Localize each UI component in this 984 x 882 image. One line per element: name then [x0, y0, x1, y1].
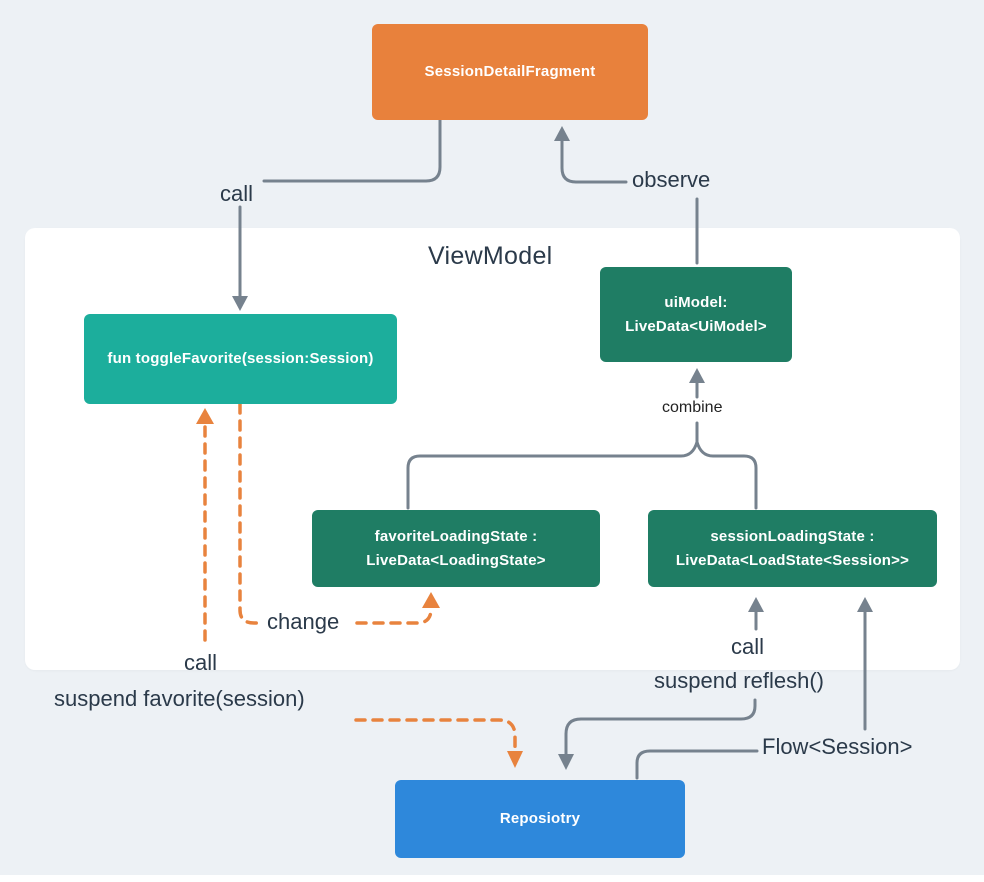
node-session-loading-state-line2: LiveData<LoadState<Session>>: [675, 551, 910, 569]
viewmodel-title: ViewModel: [428, 242, 553, 270]
edge-call-favorite: [196, 408, 523, 768]
node-favorite-loading-state-line2: LiveData<LoadingState>: [366, 551, 546, 569]
bottom-strip: [0, 875, 984, 882]
node-session-detail-fragment: SessionDetailFragment: [372, 24, 648, 120]
edge-label-call-top: call: [220, 181, 254, 206]
edge-label-observe: observe: [632, 167, 711, 192]
edge-label-combine: combine: [662, 399, 723, 416]
node-session-loading-state: sessionLoadingState : LiveData<LoadState…: [648, 510, 937, 587]
node-repository-label: Reposiotry: [499, 810, 581, 828]
node-toggle-favorite-label: fun toggleFavorite(session:Session): [107, 350, 374, 368]
edge-call-top: [232, 118, 442, 311]
node-ui-model-line2: LiveData<UiModel>: [625, 317, 767, 335]
edge-label-call-reflesh: call: [731, 634, 765, 659]
edge-combine: [406, 368, 758, 510]
edge-label-change: change: [267, 609, 340, 634]
node-ui-model: uiModel: LiveData<UiModel>: [600, 267, 792, 362]
edge-label-suspend-favorite: suspend favorite(session): [54, 686, 305, 711]
node-session-loading-state-line1: sessionLoadingState :: [710, 528, 875, 546]
node-favorite-loading-state-line1: favoriteLoadingState :: [374, 528, 538, 546]
edge-label-flow-session: Flow<Session>: [762, 734, 913, 759]
edge-observe: [554, 126, 699, 265]
edge-flow-session: [635, 597, 873, 780]
node-toggle-favorite: fun toggleFavorite(session:Session): [84, 314, 397, 404]
edge-label-suspend-reflesh: suspend reflesh(): [654, 668, 824, 693]
node-ui-model-line1: uiModel:: [664, 294, 728, 312]
edge-suspend-reflesh: [558, 597, 764, 770]
node-favorite-loading-state: favoriteLoadingState : LiveData<LoadingS…: [312, 510, 600, 587]
edge-change: [238, 402, 440, 625]
node-repository: Reposiotry: [395, 780, 685, 858]
node-session-detail-fragment-label: SessionDetailFragment: [424, 63, 596, 81]
edge-label-call-favorite: call: [184, 650, 218, 675]
viewmodel-panel: [25, 228, 960, 670]
